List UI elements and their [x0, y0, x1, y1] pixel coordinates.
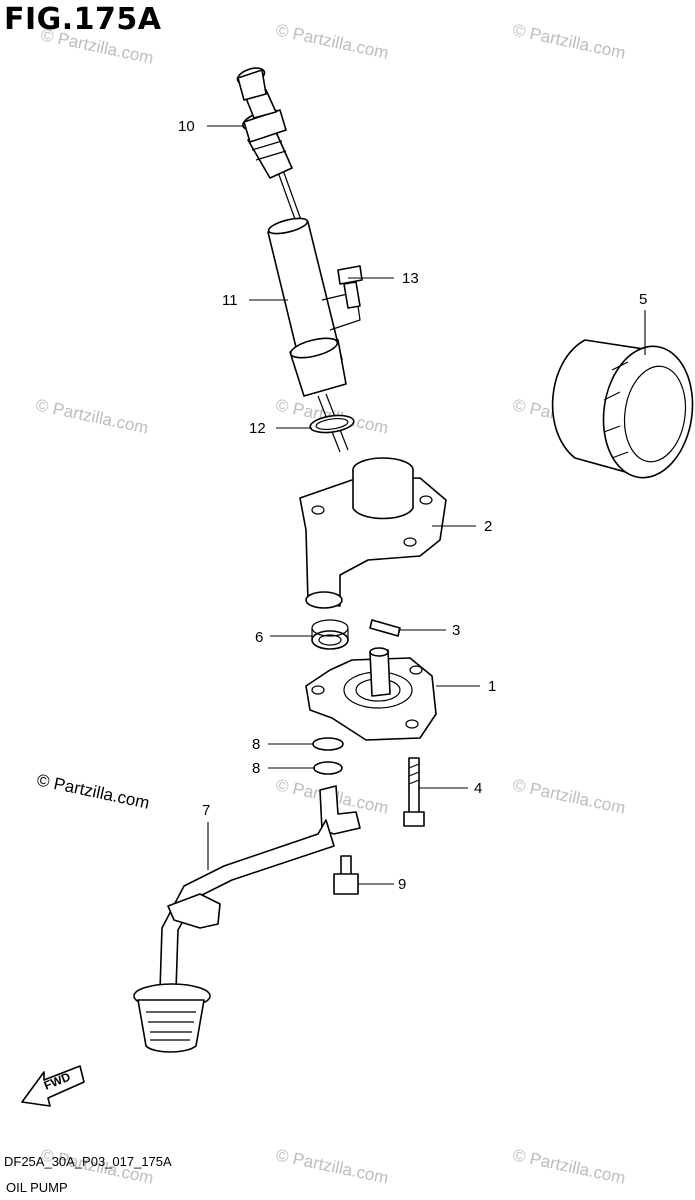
- callout-10: 10: [178, 118, 195, 135]
- part-4-bolt: [403, 757, 425, 827]
- part-6-seal: [311, 619, 349, 650]
- part-2-pump-cover: [299, 457, 447, 609]
- figure-name: OIL PUMP: [6, 1180, 68, 1195]
- part-8-o-ring: [312, 737, 344, 751]
- callout-8: 8: [252, 760, 260, 777]
- callout-7: 7: [202, 802, 210, 819]
- figure-code: DF25A_30A_P03_017_175A: [4, 1154, 172, 1169]
- callout-11: 11: [222, 292, 238, 309]
- callout-8: 8: [252, 736, 260, 753]
- watermark: © Partzilla.com: [511, 775, 627, 817]
- callout-13: 13: [402, 270, 419, 287]
- callout-4: 4: [474, 780, 482, 797]
- part-5-oil-filter: [551, 339, 694, 479]
- part-13-bolt: [337, 265, 363, 309]
- callout-1: 1: [488, 678, 496, 695]
- watermark: © Partzilla.com: [39, 25, 155, 67]
- figure-title: FIG.175A: [4, 2, 162, 37]
- part-1-pump-body: [305, 647, 437, 741]
- part-9-bolt: [333, 855, 359, 895]
- callout-6: 6: [255, 629, 263, 646]
- part-7-strainer-pipe: [133, 785, 361, 1053]
- watermark: © Partzilla.com: [274, 20, 390, 62]
- watermark: © Partzilla.com: [511, 1145, 627, 1187]
- watermark-prominent: © Partzilla.com: [35, 770, 151, 812]
- callout-12: 12: [249, 420, 266, 437]
- callout-9: 9: [398, 876, 406, 893]
- part-10-dipstick-handle: [236, 67, 302, 223]
- fwd-arrow: FWD: [21, 1065, 85, 1107]
- callout-3: 3: [452, 622, 460, 639]
- part-8-o-ring: [313, 761, 343, 775]
- part-12-o-ring: [309, 414, 355, 434]
- watermark: © Partzilla.com: [34, 395, 150, 437]
- part-3-pin: [369, 619, 401, 637]
- watermark: © Partzilla.com: [511, 20, 627, 62]
- watermark: © Partzilla.com: [274, 1145, 390, 1187]
- callouts: 1 2 3 4 5 6 7 8 8 9 10 11 12 13: [178, 118, 647, 893]
- callout-5: 5: [639, 291, 647, 308]
- callout-2: 2: [484, 518, 492, 535]
- leader-lines: [207, 125, 646, 885]
